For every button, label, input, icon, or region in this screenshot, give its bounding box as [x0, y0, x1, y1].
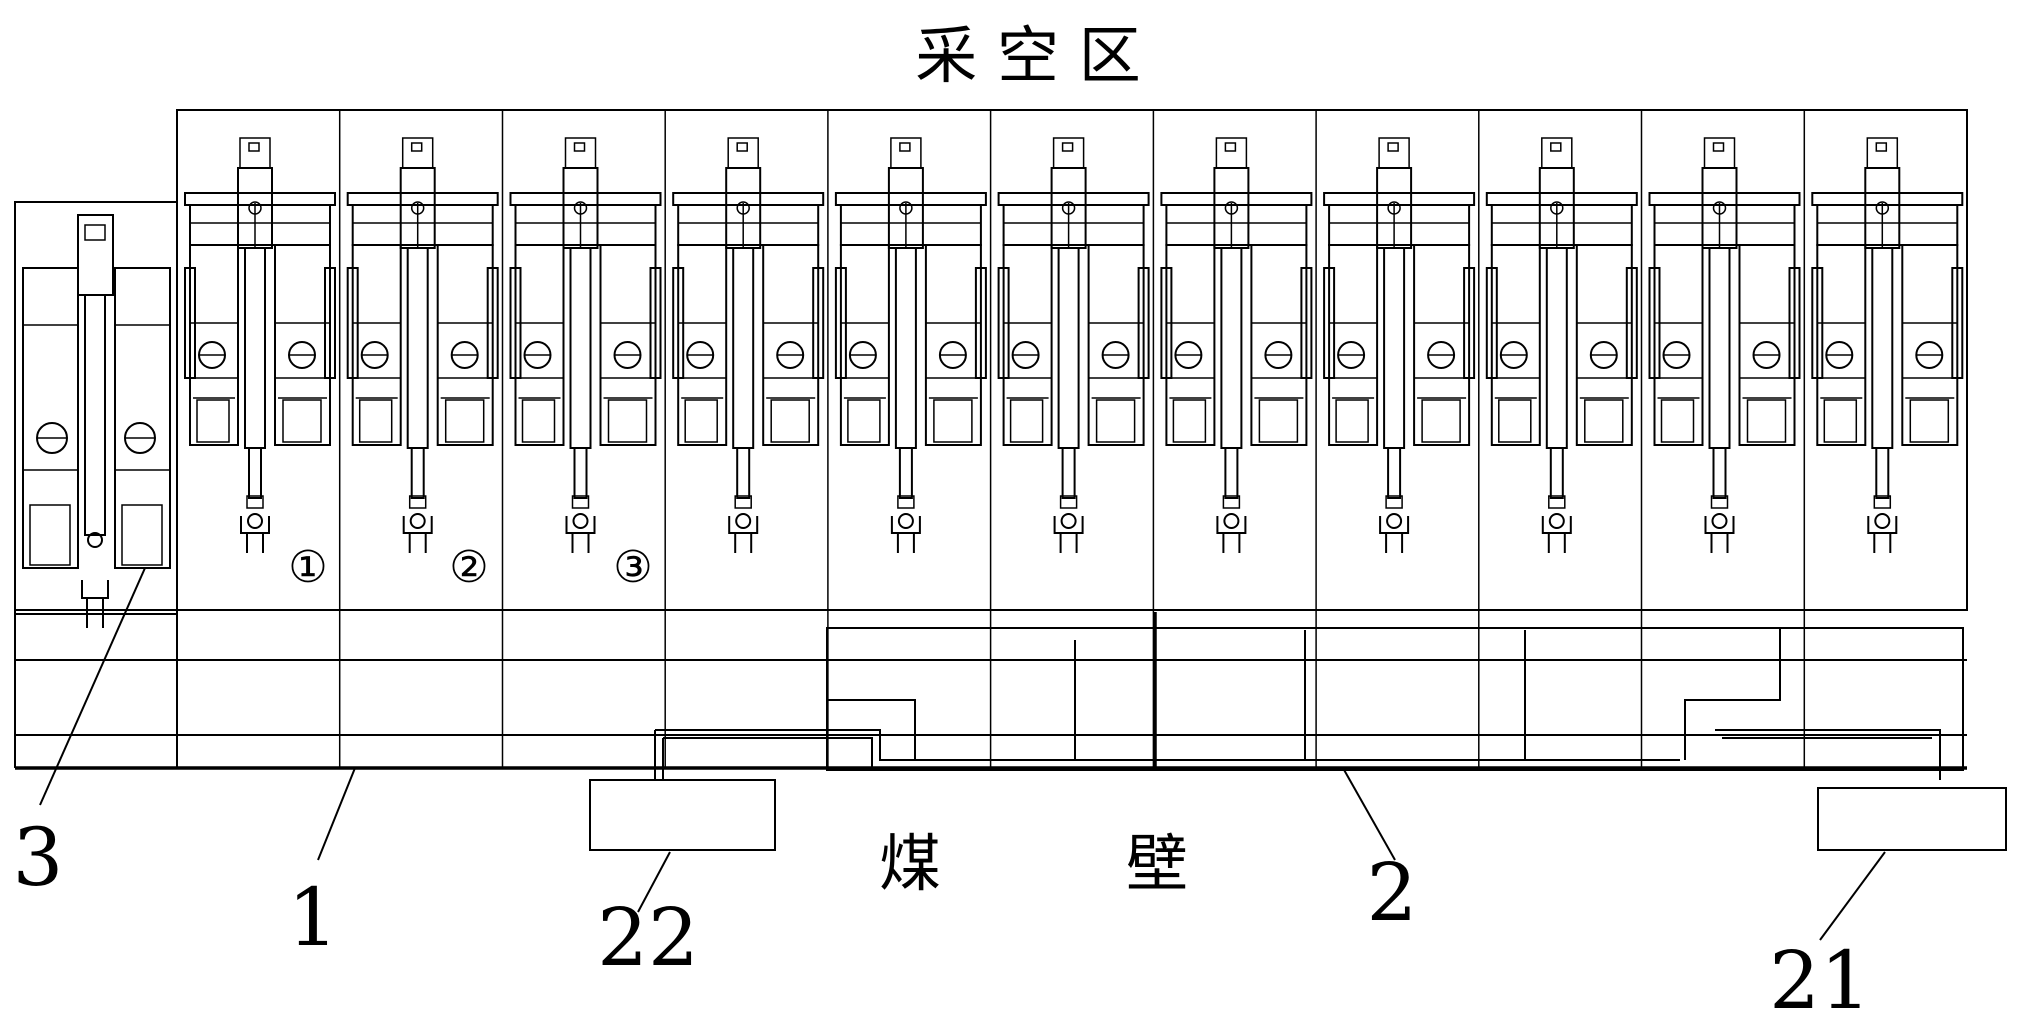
left-special-support [14, 201, 178, 628]
bottom-label-coal: 煤 [879, 827, 941, 900]
support-unit [1648, 137, 1801, 554]
bottom-label-wall: 壁 [1126, 827, 1188, 900]
support-unit [1323, 137, 1476, 554]
support-unit [184, 137, 336, 554]
callout-21: 21 [1769, 934, 1871, 1027]
callout-1: 1 [288, 871, 339, 964]
circled-number-2: ② [449, 542, 488, 593]
conveyor-system [654, 612, 1964, 780]
support-unit [672, 137, 825, 554]
support-unit [346, 137, 499, 554]
support-units [184, 137, 1964, 554]
support-unit [1811, 137, 1964, 554]
support-row-frame [14, 109, 1968, 770]
leader-lines [39, 567, 1886, 941]
support-unit [997, 137, 1150, 554]
circled-number-3: ③ [613, 542, 652, 593]
support-unit [509, 137, 662, 554]
circled-number-1: ① [288, 542, 327, 593]
support-unit [1160, 137, 1313, 554]
support-unit [834, 137, 987, 554]
top-label: 采 空 区 [915, 19, 1140, 92]
callout-3: 3 [13, 811, 64, 904]
callout-2: 2 [1367, 846, 1418, 939]
equipment-box-left [589, 779, 776, 851]
equipment-box-right [1817, 787, 2007, 851]
callout-22: 22 [597, 891, 699, 984]
support-unit [1485, 137, 1638, 554]
